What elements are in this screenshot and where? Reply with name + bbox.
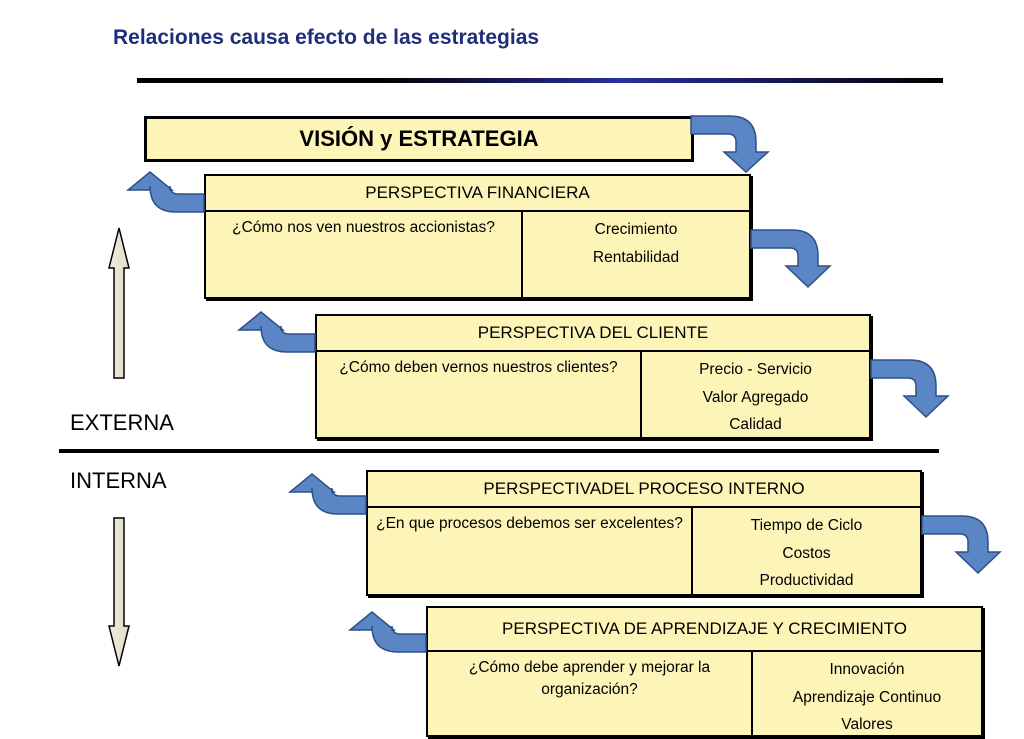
- perspective-question: ¿Cómo deben vernos nuestros clientes?: [317, 352, 642, 437]
- perspective-internal-process: PERSPECTIVADEL PROCESO INTERNO ¿En que p…: [366, 470, 922, 596]
- up-arrow-icon: [108, 227, 130, 379]
- curved-arrow-down-icon: [750, 229, 832, 289]
- internal-label: INTERNA: [70, 468, 167, 493]
- perspective-item: Productividad: [759, 572, 854, 589]
- perspective-item: Tiempo de Ciclo: [750, 517, 863, 534]
- curved-arrow-up-icon: [125, 171, 205, 213]
- perspective-title: PERSPECTIVA DEL CLIENTE: [317, 316, 869, 352]
- perspective-items: Innovación Aprendizaje Continuo Valores: [753, 652, 981, 735]
- down-arrow-icon: [108, 517, 130, 667]
- perspective-question: ¿Cómo nos ven nuestros accionistas?: [206, 212, 523, 297]
- perspective-customer: PERSPECTIVA DEL CLIENTE ¿Cómo deben vern…: [315, 314, 871, 439]
- perspective-title: PERSPECTIVA FINANCIERA: [206, 176, 749, 212]
- perspective-items: Crecimiento Rentabilidad: [523, 212, 749, 297]
- perspective-item: Innovación: [829, 661, 905, 678]
- external-label: EXTERNA: [70, 410, 174, 435]
- perspective-item: Rentabilidad: [592, 248, 680, 266]
- perspective-item: Crecimiento: [594, 221, 678, 238]
- perspective-items: Tiempo de Ciclo Costos Productividad: [693, 508, 920, 594]
- perspective-title: PERSPECTIVADEL PROCESO INTERNO: [368, 472, 920, 508]
- perspective-learning: PERSPECTIVA DE APRENDIZAJE Y CRECIMIENTO…: [426, 606, 983, 737]
- perspective-financial: PERSPECTIVA FINANCIERA ¿Cómo nos ven nue…: [204, 174, 751, 299]
- curved-arrow-up-icon: [236, 311, 316, 353]
- middle-divider: [59, 449, 939, 453]
- perspective-item: Precio - Servicio: [699, 361, 812, 378]
- perspective-item: Aprendizaje Continuo: [792, 688, 942, 706]
- curved-arrow-down-icon: [870, 359, 950, 419]
- vision-box: VISIÓN y ESTRATEGIA: [144, 116, 694, 162]
- curved-arrow-down-icon: [690, 115, 770, 174]
- perspective-item: Costos: [782, 544, 831, 562]
- top-divider: [137, 78, 943, 83]
- perspective-title: PERSPECTIVA DE APRENDIZAJE Y CRECIMIENTO: [428, 608, 981, 652]
- perspective-items: Precio - Servicio Valor Agregado Calidad: [642, 352, 869, 437]
- perspective-item: Valor Agregado: [702, 388, 809, 406]
- curved-arrow-up-icon: [287, 473, 367, 515]
- perspective-question: ¿Cómo debe aprender y mejorar la organiz…: [428, 652, 753, 735]
- perspective-item: Valores: [841, 716, 893, 733]
- perspective-question: ¿En que procesos debemos ser excelentes?: [368, 508, 693, 594]
- slide-title: Relaciones causa efecto de las estrategi…: [113, 26, 540, 49]
- perspective-item: Calidad: [729, 416, 782, 433]
- curved-arrow-down-icon: [921, 515, 1002, 575]
- curved-arrow-up-icon: [347, 611, 427, 653]
